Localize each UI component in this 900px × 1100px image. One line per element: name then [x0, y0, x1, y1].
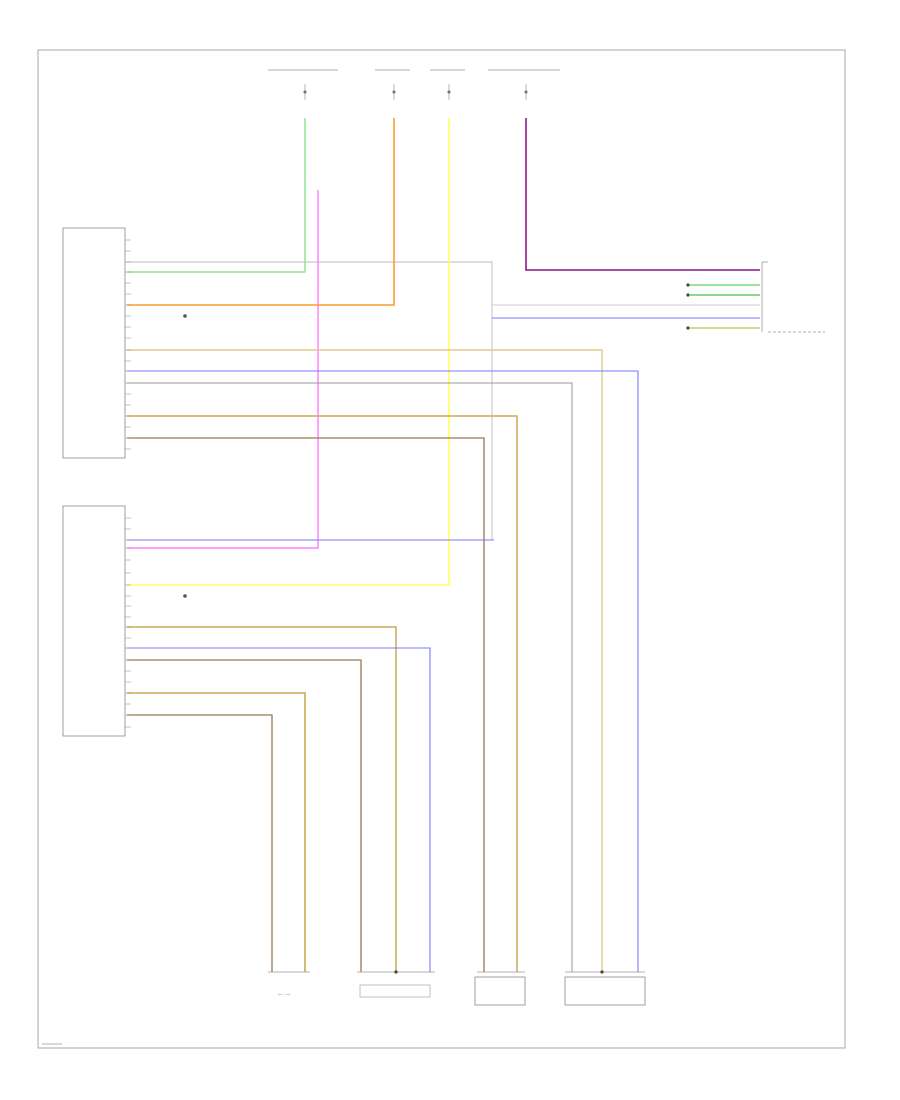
diagram-frame: [37, 49, 846, 1049]
connector-icon: [686, 326, 690, 330]
top-connection-4: [488, 69, 560, 100]
wire-tan-left-2: [127, 692, 306, 972]
top-connection-1: [268, 69, 338, 100]
right-rear-seat-heater-switch: [474, 971, 526, 1006]
wire-gray-fuse1: [127, 261, 493, 540]
wire-blue-right: [127, 370, 639, 972]
wire-orange: [127, 118, 395, 306]
wire-brown-right: [127, 437, 485, 972]
switch-icon: — ⋅ —: [278, 992, 291, 997]
wire-pink: [127, 190, 319, 549]
climate-control-module: [761, 261, 825, 333]
top-connection-2: [375, 69, 410, 100]
wire-green-fuse1: [127, 118, 306, 273]
connector-icon: [394, 970, 398, 974]
right-module-pins: [125, 239, 131, 450]
wire-brown-left: [127, 659, 362, 972]
connector-icon: [686, 293, 690, 297]
connector-icon: [686, 283, 690, 287]
wire-tan-right-2: [127, 415, 518, 972]
wire-tan-right-1: [127, 349, 603, 972]
wire-yellow: [127, 118, 450, 586]
ground-icon: [183, 594, 187, 598]
wire-violet: [525, 118, 760, 271]
wire-brown-left-2: [127, 714, 273, 972]
left-seat-heater-module: [62, 505, 126, 737]
left-module-pins: [125, 517, 131, 728]
wire-tan-left-1: [127, 626, 397, 972]
right-rear-seat-heater-control-switch: [564, 970, 646, 1006]
left-rear-seat-heater-control-switch: [357, 970, 435, 998]
connector-icon: [600, 970, 604, 974]
left-rear-seat-heater-switch: — ⋅ —: [268, 971, 310, 997]
ground-icon: [183, 314, 187, 318]
wire-blue-left: [127, 647, 431, 972]
wire-gray-right: [127, 382, 573, 972]
top-connection-3: [430, 69, 465, 100]
right-seat-heater-module: [62, 227, 126, 459]
